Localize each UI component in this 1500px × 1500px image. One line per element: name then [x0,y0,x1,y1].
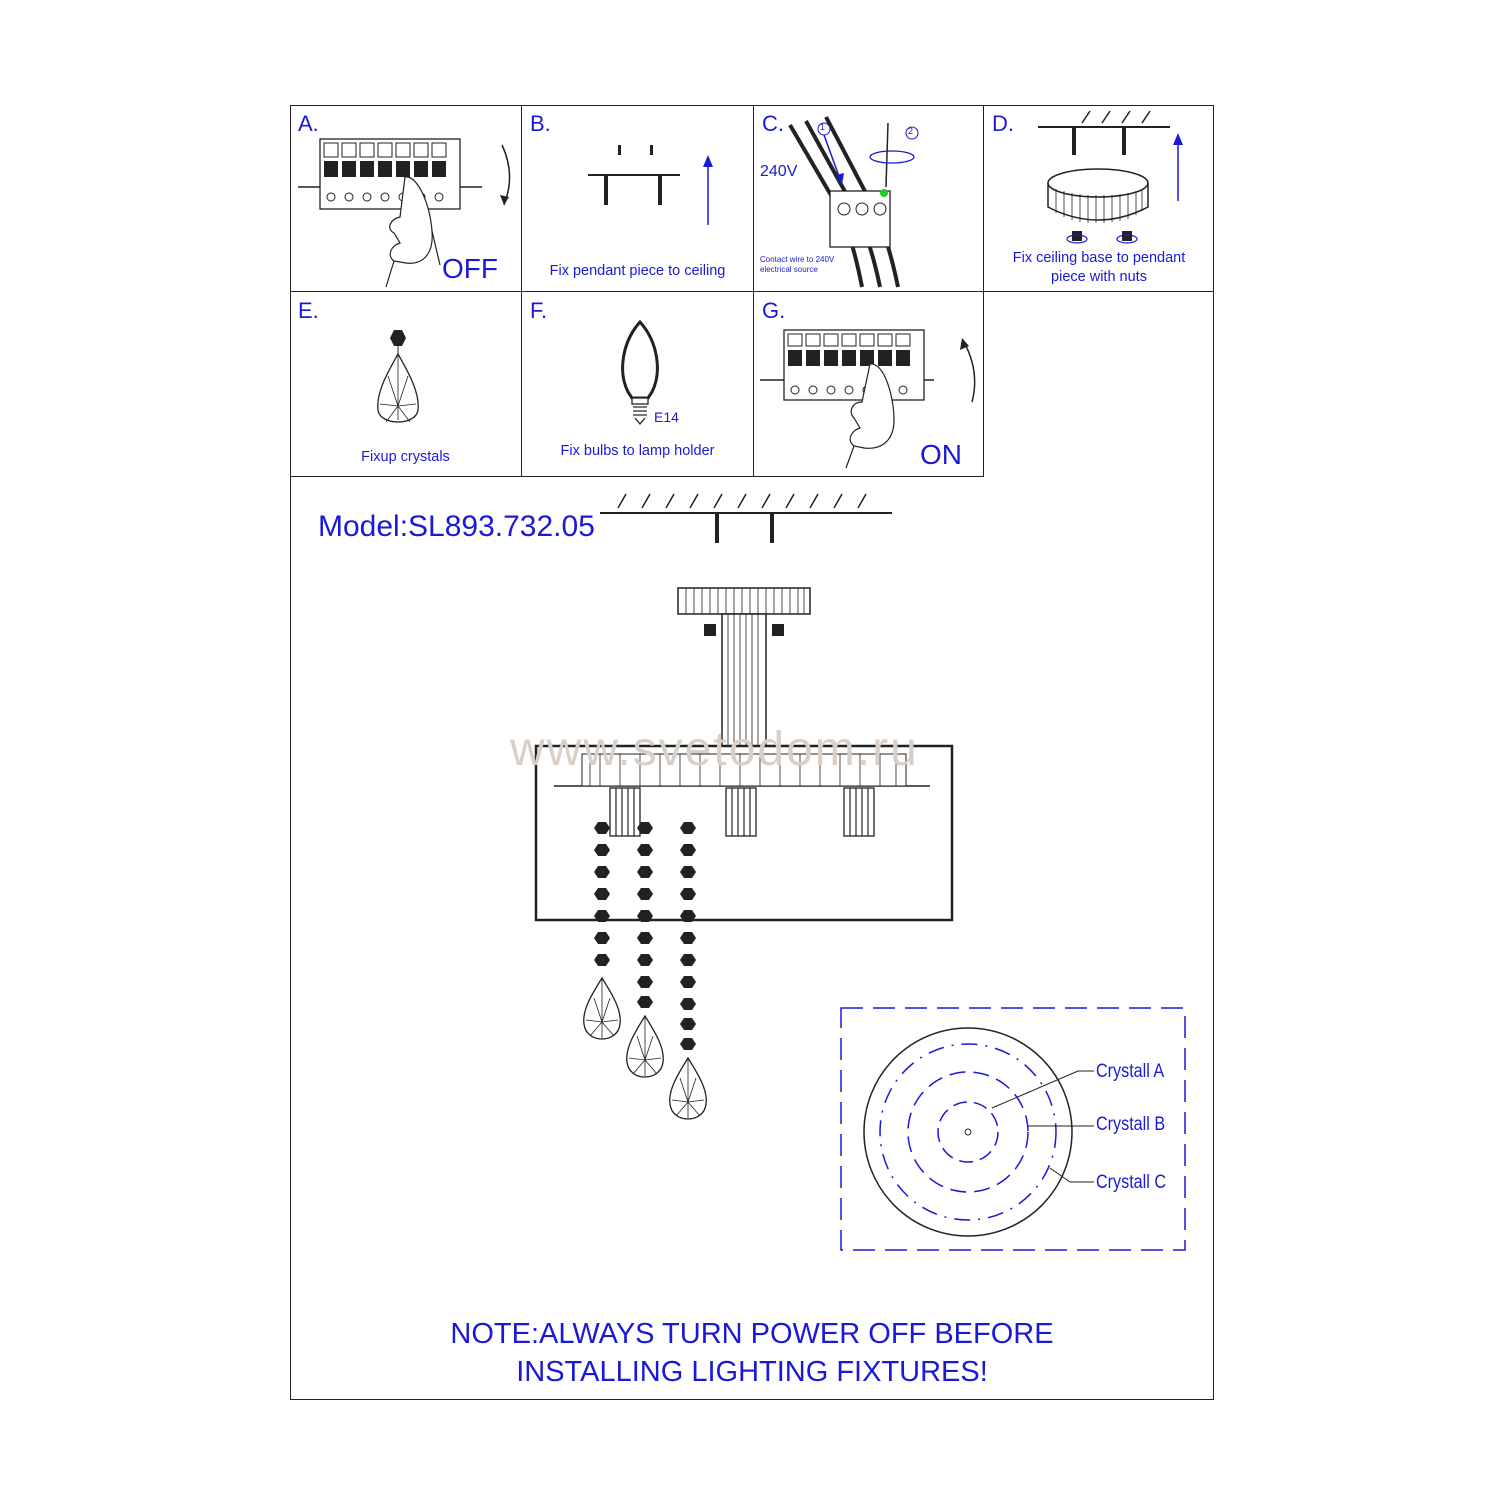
step-d-caption-line1: Fix ceiling base to pendant [1012,250,1186,266]
step-e-panel: E. Fixup crystals [290,292,522,477]
step-c-panel: C. 240V 1 2 Contact wire to 240V electri… [754,105,984,292]
step-d-caption-line2: piece with nuts [1051,269,1147,285]
watermark: www.svetodom.ru [510,723,919,776]
on-label: ON [920,439,962,470]
voltage-label: 240V [760,163,798,180]
step-e-caption: Fixup crystals [361,449,450,465]
off-label: OFF [442,253,498,284]
model-number: Model:SL893.732.05 [318,510,595,543]
contact-note-line2: electrical source [760,265,818,274]
step-a-letter: A. [298,111,319,136]
step-c-letter: C. [762,111,784,136]
marker-1: 1 [820,122,826,132]
ceiling-base-icon [1038,110,1183,244]
step-f-caption: Fix bulbs to lamp holder [560,443,715,459]
step-a-panel: A. OFF [290,105,522,292]
pendant-piece-icon [588,145,713,225]
step-g-panel: G. ON [754,292,984,477]
step-b-letter: B. [530,111,551,136]
step-d-panel: D. Fix ceiling base to pendant piece wit… [984,105,1214,292]
wire-connector-icon [788,116,919,288]
step-g-letter: G. [762,298,786,323]
crystal-a-label: Crystall A [1096,1061,1165,1082]
step-e-letter: E. [298,298,319,323]
warning-note-line1: NOTE:ALWAYS TURN POWER OFF BEFORE [450,1318,1054,1350]
crystal-c-label: Crystall C [1096,1172,1166,1193]
bulb-icon [621,319,659,426]
warning-note-line2: INSTALLING LIGHTING FIXTURES! [516,1356,988,1388]
step-b-panel: B. Fix pendant piece to ceiling [522,105,754,292]
breaker-switch-icon [298,138,511,288]
marker-2: 2 [908,126,914,136]
bulb-type-label: E14 [654,409,679,425]
breaker-switch-on-icon [760,329,976,469]
step-d-letter: D. [992,111,1014,136]
crystal-icon [377,330,419,423]
step-b-caption: Fix pendant piece to ceiling [549,263,726,279]
step-f-panel: F. E14 Fix bulbs to lamp holder [522,292,754,477]
instruction-sheet [290,105,1214,1400]
contact-note-line1: Contact wire to 240V [760,255,835,264]
crystal-b-label: Crystall B [1096,1114,1166,1135]
step-f-letter: F. [530,298,548,323]
